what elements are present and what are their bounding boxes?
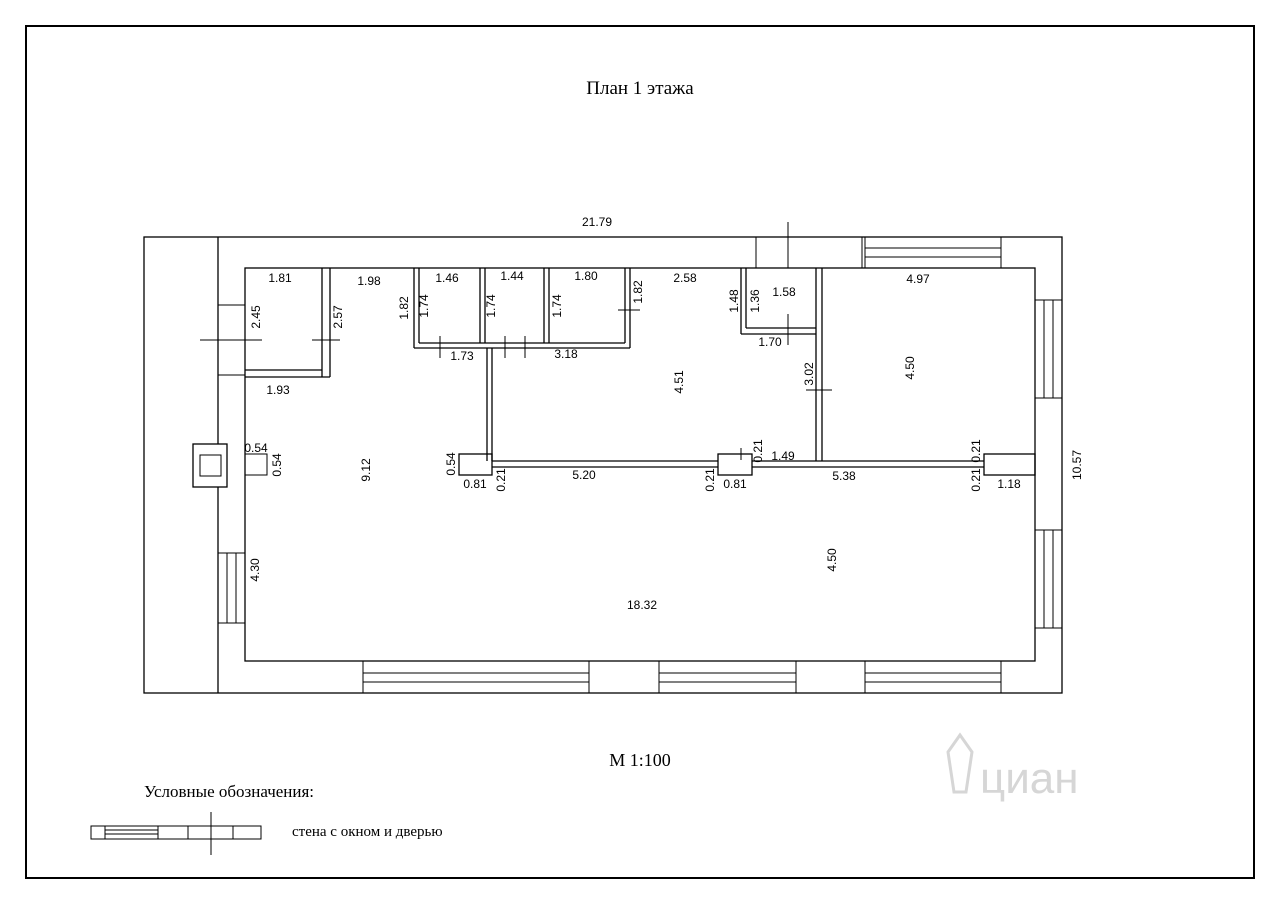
window-bottom-1 — [362, 660, 590, 694]
dim-label: 9.12 — [359, 458, 373, 482]
dim-label: 0.21 — [969, 468, 983, 492]
legend-wall-symbol-icon — [90, 812, 262, 855]
dim-label: 1.80 — [574, 269, 598, 283]
cubicles — [413, 268, 640, 358]
dim-label: 0.21 — [969, 439, 983, 463]
dim-label: 1.44 — [500, 269, 524, 283]
dim-label: 0.21 — [494, 468, 508, 492]
dim-label: 2.57 — [331, 305, 345, 329]
window-bottom-2 — [658, 660, 797, 694]
dim-label: 2.58 — [673, 271, 697, 285]
dim-label: 0.54 — [270, 453, 284, 477]
dim-label: 4.50 — [903, 356, 917, 380]
column-1 — [458, 453, 493, 476]
dim-label: 1.98 — [357, 274, 381, 288]
dim-label: 4.97 — [906, 272, 930, 286]
dim-label: 1.36 — [748, 289, 762, 313]
dim-label: 1.48 — [727, 289, 741, 313]
legend-heading: Условные обозначения: — [144, 782, 314, 801]
window-top-right — [864, 236, 1002, 269]
watermark: циан — [946, 732, 1079, 803]
dim-label: 4.30 — [248, 558, 262, 582]
window-right-upper — [1034, 299, 1063, 399]
watermark-text: циан — [980, 754, 1079, 803]
dim-label: 1.58 — [772, 285, 796, 299]
outer-wall — [143, 236, 1063, 694]
window-bottom-3 — [864, 660, 1002, 694]
building-walls — [143, 222, 1063, 694]
dim-label: 5.20 — [572, 468, 596, 482]
window-right-lower — [1034, 529, 1063, 629]
room-vestibule — [740, 268, 816, 345]
post-left — [244, 453, 268, 476]
scale-label: М 1:100 — [609, 750, 671, 770]
dim-label: 0.81 — [463, 477, 487, 491]
dim-label: 1.73 — [450, 349, 474, 363]
dim-label: 5.38 — [832, 469, 856, 483]
dim-label: 0.81 — [723, 477, 747, 491]
dim-label: 1.18 — [997, 477, 1021, 491]
dim-label: 1.49 — [771, 449, 795, 463]
dim-label: 1.74 — [417, 294, 431, 318]
dim-label: 4.50 — [825, 548, 839, 572]
sheet-frame — [25, 25, 1255, 879]
dim-label: 1.93 — [266, 383, 290, 397]
legend: Условные обозначения: стена с окном и дв… — [90, 782, 443, 855]
column-3 — [983, 453, 1036, 476]
dim-label: 10.57 — [1070, 450, 1084, 480]
dim-label: 1.74 — [484, 294, 498, 318]
dim-label: 0.21 — [703, 468, 717, 492]
dim-label: 3.18 — [554, 347, 578, 361]
plan-title: План 1 этажа — [586, 78, 694, 99]
dim-label: 21.79 — [582, 215, 612, 229]
column-2 — [717, 453, 753, 476]
dim-label: 1.82 — [397, 296, 411, 320]
dim-label: 3.02 — [802, 362, 816, 386]
dim-label: 0.21 — [751, 439, 765, 463]
dim-label: 0.54 — [444, 452, 458, 476]
dim-label: 1.82 — [631, 280, 645, 304]
dim-label: 2.45 — [249, 305, 263, 329]
chimney — [192, 443, 228, 488]
dim-label: 1.81 — [268, 271, 292, 285]
dim-label: 4.51 — [672, 370, 686, 394]
dim-label: 18.32 — [627, 598, 657, 612]
legend-item-label: стена с окном и дверью — [292, 824, 443, 840]
window-left — [217, 552, 246, 624]
dim-label: 0.54 — [244, 441, 268, 455]
room-top-left — [200, 268, 340, 378]
dimension-labels: 21.79 1.81 1.98 1.46 1.44 1.80 2.58 1.58… — [244, 215, 1084, 612]
dim-label: 1.74 — [550, 294, 564, 318]
watermark-logo-icon — [946, 732, 974, 794]
door-top — [755, 222, 863, 269]
dim-label: 1.70 — [758, 335, 782, 349]
dim-label: 1.46 — [435, 271, 459, 285]
